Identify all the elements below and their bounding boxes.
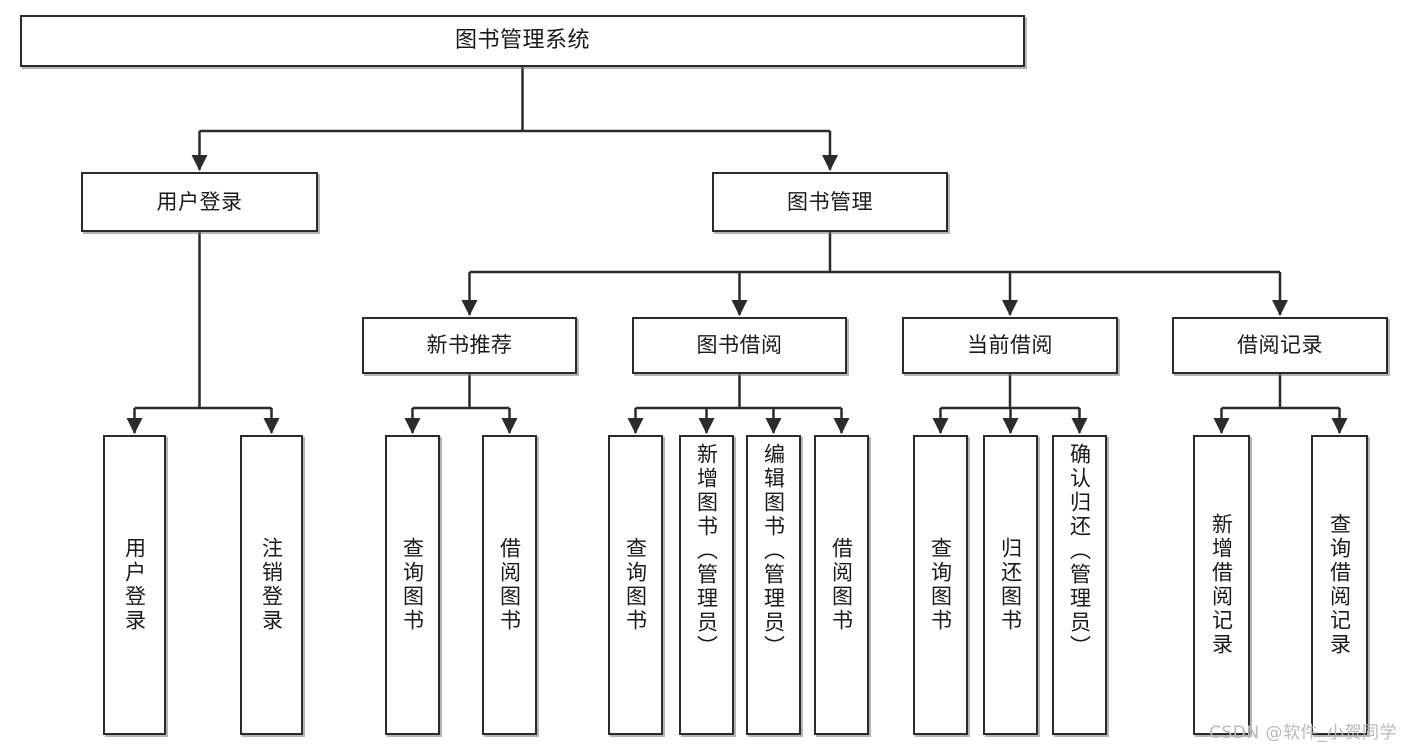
node-login[interactable]: 用户登录 — [81, 172, 318, 232]
node-leaf-new-2[interactable]: 借阅图书 — [482, 435, 537, 735]
node-label: 新增借阅记录 — [1209, 513, 1234, 657]
node-records[interactable]: 借阅记录 — [1172, 317, 1388, 374]
watermark-text: CSDN @软件_小贺同学 — [1209, 723, 1397, 743]
node-label: 编辑图书（管理员） — [761, 443, 786, 659]
node-leaf-borrow-4[interactable]: 借阅图书 — [814, 435, 869, 735]
arrowhead-current — [1002, 300, 1018, 316]
node-label: 查询图书 — [400, 537, 425, 633]
node-label: 查询借阅记录 — [1327, 513, 1352, 657]
node-leaf-borrow-3[interactable]: 编辑图书（管理员） — [746, 435, 801, 735]
arrowhead-leaf-login-2 — [263, 418, 280, 434]
arrowhead-leaf-borrow-1 — [627, 418, 644, 434]
node-label: 查询图书 — [928, 537, 953, 633]
node-label: 借阅图书 — [497, 537, 522, 633]
arrowhead-records — [1272, 300, 1288, 316]
node-leaf-rec-2[interactable]: 查询借阅记录 — [1311, 435, 1368, 735]
node-leaf-cur-1[interactable]: 查询图书 — [913, 435, 968, 735]
node-leaf-login-2[interactable]: 注销登录 — [240, 435, 303, 735]
node-current[interactable]: 当前借阅 — [902, 317, 1118, 374]
arrowhead-bookmgmt — [822, 155, 838, 171]
arrowhead-leaf-new-1 — [404, 418, 421, 434]
node-leaf-new-1[interactable]: 查询图书 — [385, 435, 440, 735]
arrowhead-newbook — [461, 300, 478, 316]
node-label: 用户登录 — [156, 189, 243, 214]
node-label: 查询图书 — [623, 537, 648, 633]
node-leaf-cur-2[interactable]: 归还图书 — [983, 435, 1038, 735]
node-label: 注销登录 — [259, 537, 284, 633]
node-label: 用户登录 — [122, 537, 147, 633]
node-label: 借阅图书 — [829, 537, 854, 633]
arrowhead-leaf-cur-2 — [1002, 418, 1019, 434]
arrowhead-leaf-borrow-2 — [698, 418, 715, 434]
arrowhead-leaf-cur-3 — [1071, 418, 1088, 434]
node-leaf-borrow-2[interactable]: 新增图书（管理员） — [679, 435, 734, 735]
arrowhead-leaf-login-1 — [126, 418, 143, 434]
node-label: 归还图书 — [998, 537, 1023, 633]
node-bookmgmt[interactable]: 图书管理 — [712, 172, 948, 232]
arrowhead-login — [191, 155, 208, 171]
arrowhead-leaf-rec-1 — [1213, 418, 1230, 434]
arrowhead-leaf-cur-1 — [932, 418, 949, 434]
node-leaf-cur-3[interactable]: 确认归还（管理员） — [1052, 435, 1107, 735]
node-root[interactable]: 图书管理系统 — [20, 15, 1025, 67]
arrowhead-borrow — [731, 300, 748, 316]
node-label: 新增图书（管理员） — [694, 443, 719, 659]
node-label: 当前借阅 — [967, 333, 1053, 358]
node-label: 确认归还（管理员） — [1067, 443, 1092, 659]
node-label: 新书推荐 — [426, 333, 513, 358]
node-leaf-borrow-1[interactable]: 查询图书 — [608, 435, 663, 735]
arrowhead-leaf-new-2 — [501, 418, 518, 434]
node-leaf-rec-1[interactable]: 新增借阅记录 — [1193, 435, 1250, 735]
node-label: 图书管理系统 — [454, 28, 590, 54]
node-leaf-login-1[interactable]: 用户登录 — [103, 435, 166, 735]
node-label: 借阅记录 — [1237, 333, 1323, 358]
arrowhead-leaf-rec-2 — [1331, 418, 1348, 434]
node-label: 图书管理 — [787, 189, 873, 214]
node-label: 图书借阅 — [696, 333, 783, 358]
node-newbook[interactable]: 新书推荐 — [362, 317, 577, 374]
arrowhead-leaf-borrow-3 — [765, 418, 782, 434]
node-borrow[interactable]: 图书借阅 — [632, 317, 847, 374]
arrowhead-leaf-borrow-4 — [833, 418, 850, 434]
